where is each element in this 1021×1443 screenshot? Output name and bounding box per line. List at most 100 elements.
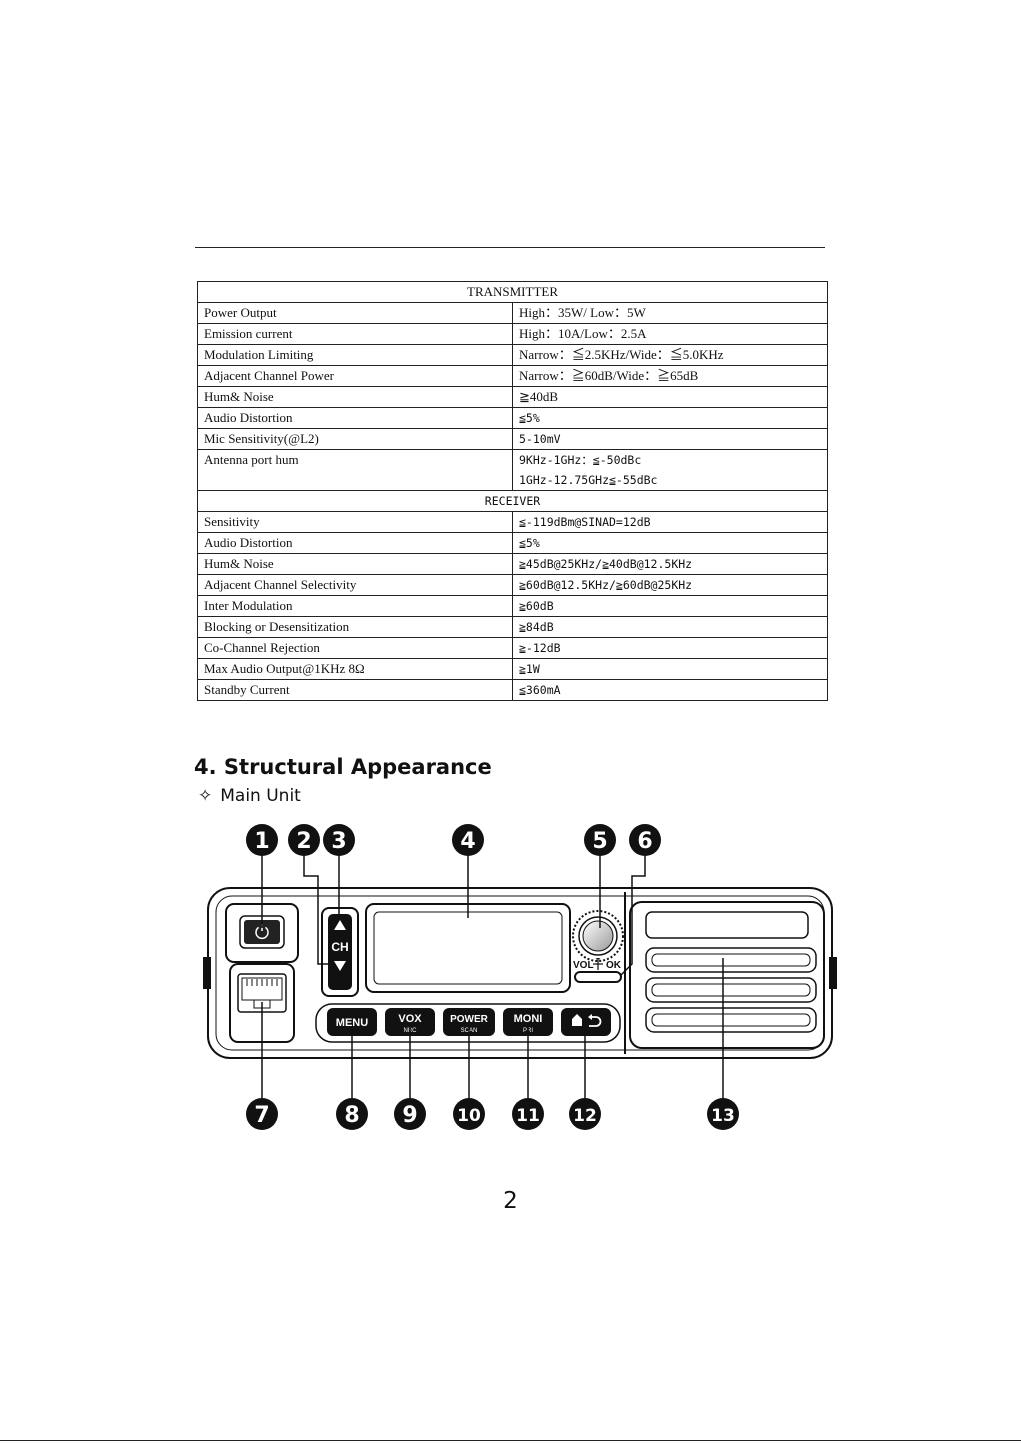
spec-value-line: ≧60dB [519,599,554,613]
spec-label: Emission current [197,323,513,345]
table-row: Standby Current ≦360mA [197,679,828,701]
callout-10: 10 [453,1098,485,1130]
spec-label: Mic Sensitivity(@L2) [197,428,513,450]
power-scan-button-label: POWER [450,1014,489,1025]
spec-value-line: ≧40dB [519,389,559,404]
spec-label: Max Audio Output@1KHz 8Ω [197,658,513,680]
spec-value: ≦5% [512,532,828,554]
device-body [203,887,837,1059]
subsection-label: Main Unit [220,786,301,806]
spec-label: Hum& Noise [197,386,513,408]
section-heading: 4. Structural Appearance [194,755,492,779]
svg-text:12: 12 [573,1106,597,1126]
table-row: Co-Channel Rejection≧-12dB [197,637,828,659]
callout-7: 7 [246,1098,278,1130]
callout-12: 12 [569,1098,601,1130]
spec-label: Sensitivity [197,511,513,533]
spec-value-line: 5-10mV [519,432,561,446]
home-back-button[interactable] [561,1008,611,1036]
moni-button[interactable]: MONI PRI [503,1008,553,1036]
ok-button[interactable] [574,971,622,983]
spec-value-line: 1GHz-12.75GHz≦-55dBc [519,473,658,487]
table-row: Blocking or Desensitization≧84dB [197,616,828,638]
table-row: Audio Distortion≦5% [197,532,828,554]
subsection-heading: ✧ Main Unit [198,786,301,806]
spec-value: ≦-119dBm@SINAD=12dB [512,511,828,533]
table-row: Audio Distortion≦5% [197,407,828,429]
svg-text:13: 13 [711,1106,735,1126]
table-row: Adjacent Channel Selectivity ≧60dB@12.5KH… [197,574,828,596]
callout-4: 4 [452,824,484,856]
vol-ok-divider-icon [593,957,603,970]
spec-label: Adjacent Channel Power [197,365,513,387]
table-row: Modulation Limiting Narrow：≦2.5KHz/Wide：≦… [197,344,828,366]
spec-label: Adjacent Channel Selectivity [197,574,513,596]
vol-label: VOL [573,960,594,971]
spec-value: ≦5% [512,407,828,429]
table-row: Hum& Noise≧45dB@25KHz/≧40dB@12.5KHz [197,553,828,575]
spec-value-line: High：35W/ Low：5W [519,305,646,320]
spec-label: Modulation Limiting [197,344,513,366]
menu-button-label: MENU [336,1017,368,1029]
transmitter-header-row: TRANSMITTER [197,281,828,303]
spec-value-line: ≧84dB [519,620,554,634]
svg-text:11: 11 [516,1106,540,1126]
table-row: Adjacent Channel Power Narrow：≧60dB/Wide：… [197,365,828,387]
spec-label: Co-Channel Rejection [197,637,513,659]
spec-value: ≧40dB [512,386,828,408]
svg-text:5: 5 [592,829,607,854]
spec-value-line: ≦360mA [519,683,561,697]
spec-value: ≧60dB [512,595,828,617]
four-point-star-icon: ✧ [198,786,213,806]
callout-13: 13 [707,1098,739,1130]
svg-text:1: 1 [254,829,269,854]
spec-value-line: ≧1W [519,662,540,676]
spec-value-line: Narrow：≦2.5KHz/Wide：≦5.0KHz [519,347,724,362]
spec-value-line: Narrow：≧60dB/Wide：≧65dB [519,368,699,383]
spec-value: High：35W/ Low：5W [512,302,828,324]
spec-value: ≦360mA [512,679,828,701]
spec-value: High：10A/Low：2.5A [512,323,828,345]
menu-button[interactable]: MENU [327,1008,377,1036]
chevron-up-icon [334,920,346,930]
spec-value-line: ≦-119dBm@SINAD=12dB [519,515,651,529]
receiver-header-row: RECEIVER [197,490,828,512]
home-icon [572,1014,582,1026]
svg-text:7: 7 [254,1103,269,1128]
moni-button-label: MONI [514,1013,543,1025]
page-number: 2 [503,1188,518,1214]
channel-label: CH [331,940,348,954]
table-row: Sensitivity ≦-119dBm@SINAD=12dB [197,511,828,533]
svg-text:4: 4 [460,829,475,854]
callout-9: 9 [394,1098,426,1130]
spec-label: Hum& Noise [197,553,513,575]
back-arrow-icon [589,1016,602,1027]
channel-rocker[interactable]: CH [321,907,359,997]
vox-button-label: VOX [398,1013,422,1025]
table-row: Inter Modulation≧60dB [197,595,828,617]
svg-text:3: 3 [331,829,346,854]
callout-6: 6 [629,824,661,856]
spec-label: Antenna port hum [197,449,513,491]
callout-1: 1 [246,824,278,856]
svg-text:9: 9 [402,1103,417,1128]
spec-value-line: ≧60dB@12.5KHz/≧60dB@25KHz [519,578,693,592]
volume-knob[interactable] [572,910,624,962]
callout-2: 2 [288,824,320,856]
spec-label: Standby Current [197,679,513,701]
svg-text:10: 10 [457,1106,481,1126]
spec-label: Power Output [197,302,513,324]
spec-value: ≧45dB@25KHz/≧40dB@12.5KHz [512,553,828,575]
spec-value: Narrow：≦2.5KHz/Wide：≦5.0KHz [512,344,828,366]
spec-value-line: ≦5% [519,411,540,425]
receiver-header: RECEIVER [197,490,828,512]
spec-value: Narrow：≧60dB/Wide：≧65dB [512,365,828,387]
header-rule [195,247,825,248]
spec-value: ≧84dB [512,616,828,638]
spec-value: ≧-12dB [512,637,828,659]
svg-text:8: 8 [344,1103,359,1128]
callout-markers: 1 2 3 4 5 6 7 8 9 10 11 12 13 [246,824,739,1130]
spec-value: ≧60dB@12.5KHz/≧60dB@25KHz [512,574,828,596]
